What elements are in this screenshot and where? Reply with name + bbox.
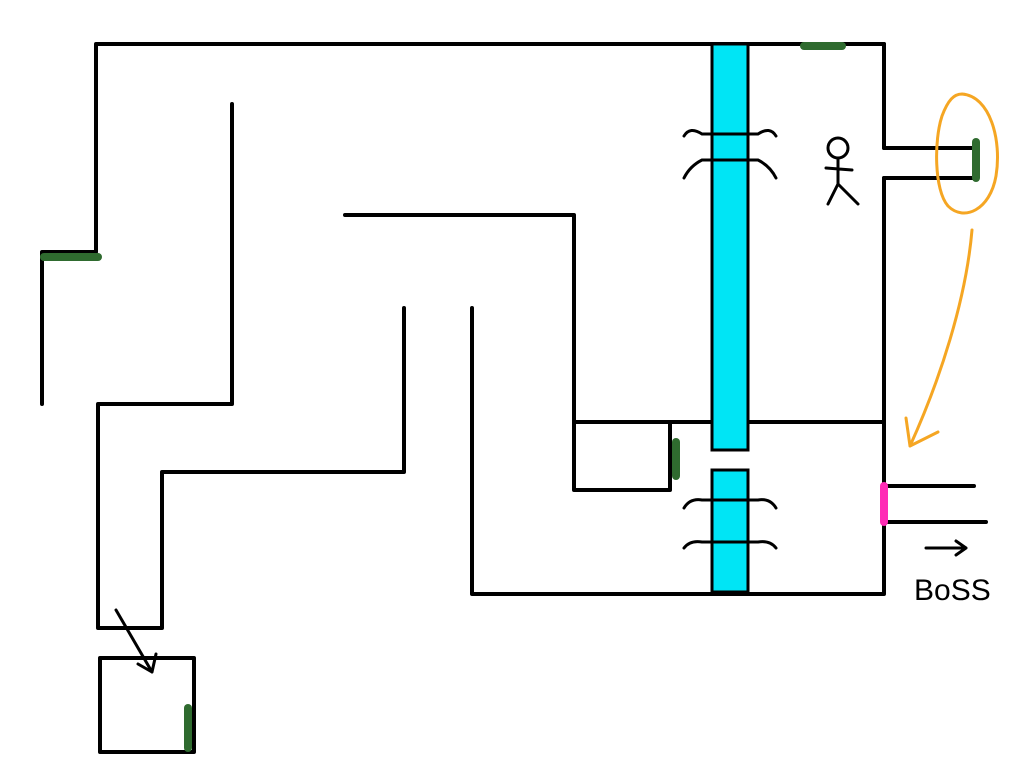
bridges (682, 129, 778, 550)
water-channel (710, 42, 750, 594)
hint-annotation (904, 92, 999, 448)
bridge-lower (682, 498, 778, 550)
doors (40, 42, 980, 752)
wall-outline-right-low (470, 306, 886, 596)
boss-exit: BoSS (914, 539, 991, 607)
side-rooms (98, 146, 988, 754)
water-lower (710, 468, 750, 594)
wall-corridor (96, 102, 406, 630)
water-upper (710, 42, 750, 452)
wall-inner-step (343, 213, 672, 492)
wall-small-room (98, 656, 196, 754)
boss-label: BoSS (914, 574, 991, 607)
curved-arrow-icon (904, 228, 974, 448)
outer-walls (40, 42, 886, 596)
wall-outline-left (40, 42, 886, 406)
entrance-arrow-icon (114, 608, 158, 674)
stick-figure-icon (824, 136, 860, 206)
wall-side-room (882, 146, 976, 180)
arrow-right-icon (924, 539, 968, 557)
circle-highlight-icon (935, 92, 999, 215)
inner-walls (96, 102, 886, 630)
wall-boss-corridor (882, 484, 988, 524)
bridge-upper (682, 129, 778, 180)
